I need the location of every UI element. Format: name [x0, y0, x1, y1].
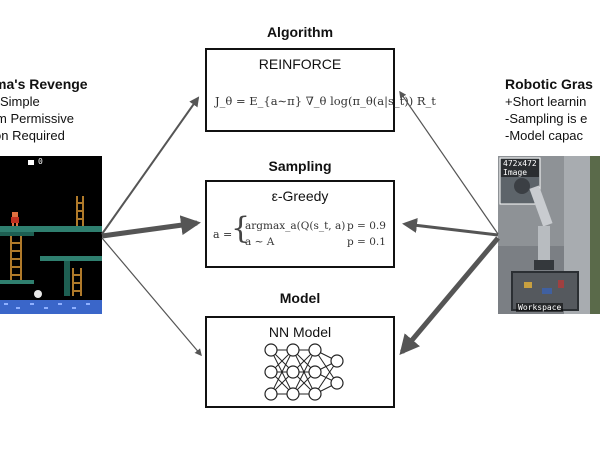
- game-screenshot: 0: [0, 156, 102, 314]
- game-ladder-right: [72, 268, 82, 296]
- left-panel-line-3: on Required: [0, 128, 65, 143]
- game-hud-score: 0: [38, 157, 43, 166]
- game-platform-lower: [0, 280, 34, 284]
- arrow-left-to-sampling: [101, 215, 201, 239]
- heading-algorithm: Algorithm: [266, 24, 334, 40]
- algorithm-title: REINFORCE: [258, 56, 342, 72]
- right-panel-title: Robotic Gras: [505, 76, 593, 92]
- arrow-right-to-sampling: [402, 217, 499, 237]
- robot-image-label: 472x472 Image: [501, 159, 539, 177]
- model-box: NN Model: [205, 316, 395, 408]
- heading-model: Model: [279, 290, 321, 306]
- right-panel-line-3: -Model capac: [505, 128, 584, 143]
- left-panel-title: ma's Revenge: [0, 76, 88, 92]
- sampling-title: ε-Greedy: [271, 188, 329, 204]
- left-panel-line-2: m Permissive: [0, 111, 75, 126]
- game-skull-sprite: [34, 290, 42, 298]
- arrow-left-to-model: [101, 237, 202, 357]
- algorithm-box: REINFORCE J_θ = E_{a∼π} ∇_θ log(π_θ(a|s_…: [205, 48, 436, 132]
- sampling-lhs: a =: [213, 228, 233, 241]
- sampling-brace: {: [231, 211, 251, 246]
- robot-workspace-label: Workspace: [516, 303, 564, 312]
- game-ladder-left: [10, 236, 22, 280]
- right-panel-text: Robotic Gras +Short learnin -Sampling is…: [505, 76, 600, 144]
- game-platform-upper: [0, 226, 102, 232]
- sampling-case-2-prob: p = 0.1: [347, 236, 386, 248]
- model-title: NN Model: [268, 324, 332, 340]
- left-panel-line-1: Simple: [0, 94, 40, 109]
- game-ladder-top: [76, 196, 84, 226]
- sampling-box: ε-Greedy a = { argmax_a(Q(s_t, a) p = 0.…: [205, 180, 395, 268]
- arrow-left-to-algorithm: [101, 96, 200, 235]
- sampling-case-2: a ∼ A: [245, 236, 275, 248]
- arrow-right-to-algorithm: [399, 90, 499, 235]
- game-hud-icon: [28, 160, 34, 165]
- algorithm-equation: J_θ = E_{a∼π} ∇_θ log(π_θ(a|s_t)) R_t: [215, 94, 436, 108]
- game-player-sprite: [11, 212, 19, 226]
- robot-photo: 472x472 Image Workspace: [498, 156, 600, 314]
- neural-network-icon: [264, 343, 344, 401]
- left-panel-text: ma's Revenge Simple m Permissive on Requ…: [0, 76, 110, 144]
- game-platform-middle: [40, 256, 102, 261]
- heading-sampling: Sampling: [268, 158, 332, 174]
- game-floor: [0, 300, 102, 314]
- right-panel-line-2: -Sampling is e: [505, 111, 588, 126]
- arrow-right-to-model: [399, 236, 500, 356]
- sampling-case-1-prob: p = 0.9: [347, 220, 386, 232]
- right-panel-line-1: +Short learnin: [505, 94, 587, 109]
- game-scene-illustration: 0: [0, 156, 102, 314]
- sampling-case-1: argmax_a(Q(s_t, a): [245, 220, 346, 232]
